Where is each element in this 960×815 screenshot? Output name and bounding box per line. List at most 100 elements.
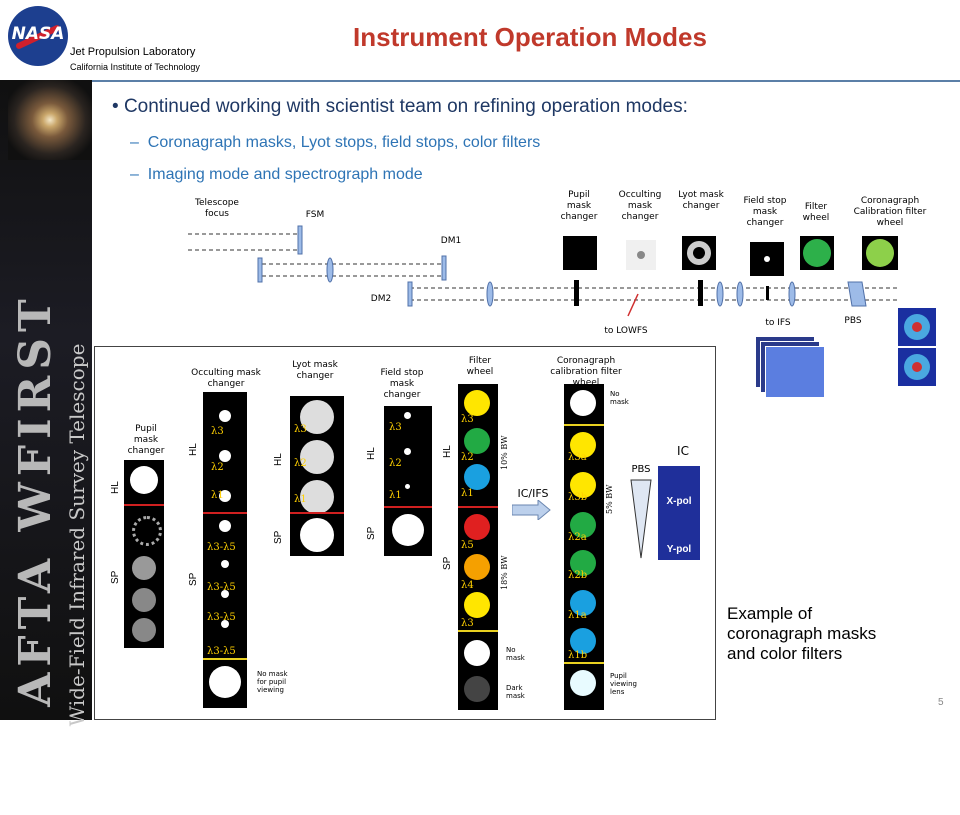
cal-no-mask: No mask [610,390,629,406]
occulting-mask-column [203,392,247,708]
org-subname: California Institute of Technology [70,62,200,72]
fs-hl-label: HL [366,447,377,460]
lyot-l3: λ3 [294,424,307,435]
occ-sp-label: SP [188,572,199,586]
filt-l4: λ4 [461,580,474,591]
nasa-logo: NASA [8,6,68,66]
fs-sp-label: SP [366,526,377,540]
label-telescope-focus: Telescope focus [195,198,239,219]
ypol-label: Y-pol [666,544,692,555]
sidebar-title: AFTA WFIRST [10,293,61,707]
occ-l35-a: λ3-λ5 [207,542,236,553]
occ-l35-c: λ3-λ5 [207,612,236,623]
bullet-main: • Continued working with scientist team … [112,96,688,117]
detector-image-1 [898,308,936,346]
filter-wheel-column [458,384,498,710]
fieldstop-mask-column [384,406,432,556]
cal-l1a: λ1a [568,610,587,621]
occ-l1: λ1 [211,490,224,501]
sidebar-subtitle: Wide-Field Infrared Survey Telescope [65,343,89,727]
lyot-column-title: Lyot mask changer [292,360,338,381]
label-calib-wheel: Coronagraph Calibration filter wheel [853,196,927,228]
calib-wheel-thumb [862,236,898,270]
sidebar-banner [0,80,92,720]
filt-bw18: 18% BW [500,555,509,590]
filt-dark-mask: Dark mask [506,684,525,700]
cal-l1b: λ1b [568,650,588,661]
occ-no-mask-note: No mask for pupil viewing [257,670,288,694]
label-filter-wheel: Filter wheel [802,202,830,223]
xpol-label: X-pol [666,496,692,507]
panel-pbs-label: PBS [631,464,651,475]
occ-l35-d: λ3-λ5 [207,646,236,657]
occulting-column-title: Occulting mask changer [191,368,261,389]
filt-l3-b: λ3 [461,618,474,629]
occ-l35-b: λ3-λ5 [207,582,236,593]
lyot-l2: λ2 [294,458,307,469]
fs-l2: λ2 [389,458,402,469]
lyot-mask-column [290,396,344,556]
ic-detector: X-pol Y-pol [658,466,700,560]
example-caption: Example of coronagraph masks and color f… [727,604,877,663]
label-pupil-mask: Pupil mask changer [560,190,598,222]
cal-bw5: 5% BW [605,484,614,514]
optical-layout-diagram [188,225,900,317]
header-divider [0,80,960,82]
label-to-ifs: to IFS [765,318,791,328]
label-fsm: FSM [305,210,325,220]
pupil-mask-column [124,460,164,648]
filt-l1: λ1 [461,488,474,499]
occulting-mask-thumb [626,240,656,270]
lyot-sp-label: SP [273,530,284,544]
ifs-image-stack [755,336,825,398]
ic-label: IC [677,444,689,458]
filter-column-title: Filter wheel [466,356,494,377]
pupil-sp-label: SP [110,570,121,584]
bullet-sub-2: – Imaging mode and spectrograph mode [130,166,423,183]
cal-l3b: λ3b [568,492,588,503]
filt-l5: λ5 [461,540,474,551]
lyot-l1: λ1 [294,494,307,505]
cal-l3a: λ3a [568,452,587,463]
occ-hl-label: HL [188,443,199,456]
label-lyot-mask: Lyot mask changer [678,190,724,211]
filt-l2: λ2 [461,452,474,463]
lyot-mask-thumb [682,236,716,270]
lyot-hl-label: HL [273,453,284,466]
label-field-stop: Field stop mask changer [743,196,787,228]
page-title: Instrument Operation Modes [353,22,707,52]
label-to-lowfs: to LOWFS [604,326,648,336]
field-stop-thumb [750,242,784,276]
occ-l2: λ2 [211,462,224,473]
filt-no-mask: No mask [506,646,525,662]
cal-l2a: λ2a [568,532,587,543]
pbs-prism [630,479,652,559]
fs-l3: λ3 [389,422,402,433]
label-occulting-mask: Occulting mask changer [618,190,662,222]
label-dm2: DM2 [370,294,392,304]
label-pbs-top: PBS [844,316,862,326]
filt-l3: λ3 [461,414,474,425]
occ-l3: λ3 [211,426,224,437]
pupil-hl-label: HL [110,481,121,494]
org-name: Jet Propulsion Laboratory [70,46,196,58]
fs-l1: λ1 [389,490,402,501]
cal-pupil-lens: Pupil viewing lens [610,672,637,696]
cal-l2b: λ2b [568,570,588,581]
filt-sp-label: SP [442,556,453,570]
filt-hl-label: HL [442,445,453,458]
calib-wheel-column [564,384,604,710]
bullet-sub-1: – Coronagraph masks, Lyot stops, field s… [130,134,541,151]
fieldstop-column-title: Field stop mask changer [380,368,424,400]
ic-ifs-arrow [512,500,551,520]
detector-image-2 [898,348,936,386]
calib-column-title: Coronagraph calibration filter wheel [550,356,622,388]
ic-ifs-label: IC/IFS [517,487,549,500]
filter-wheel-thumb [800,236,834,270]
label-dm1: DM1 [440,236,462,246]
galaxy-image [8,80,92,160]
page-number: 5 [938,697,944,708]
pupil-mask-thumb [563,236,597,270]
filt-bw10: 10% BW [500,435,509,470]
pupil-column-title: Pupil mask changer [127,424,165,456]
